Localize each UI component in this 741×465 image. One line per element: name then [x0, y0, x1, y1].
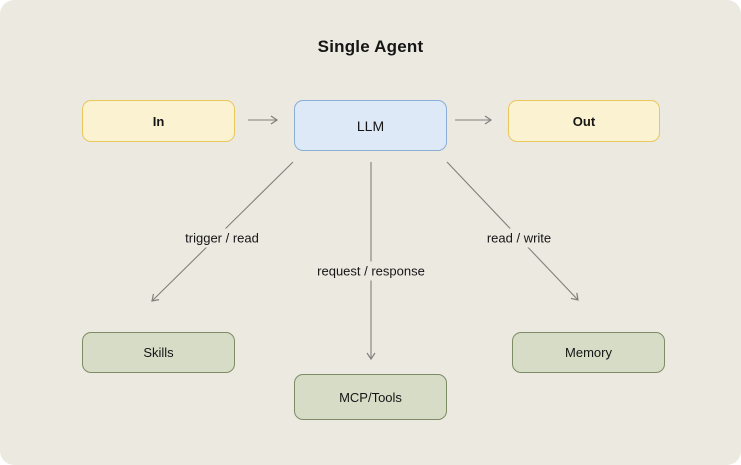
node-out-label: Out [572, 113, 596, 129]
node-skills-label: Skills [143, 345, 174, 360]
node-skills: Skills [82, 332, 235, 373]
node-mcp-tools-label: MCP/Tools [339, 389, 402, 405]
node-llm: LLM [294, 100, 447, 151]
node-mcp-tools: MCP/Tools [294, 374, 447, 420]
node-llm-label: LLM [356, 117, 385, 134]
node-memory: Memory [512, 332, 665, 373]
node-out: Out [508, 100, 660, 142]
edge-label-read-write: read / write [480, 228, 558, 248]
node-memory-label: Memory [565, 345, 612, 360]
node-in-label: In [152, 113, 165, 129]
edge-label-trigger-read: trigger / read [179, 228, 265, 248]
node-in: In [82, 100, 235, 142]
edge-label-request-response: request / response [311, 261, 431, 281]
diagram-title: Single Agent [317, 37, 424, 56]
